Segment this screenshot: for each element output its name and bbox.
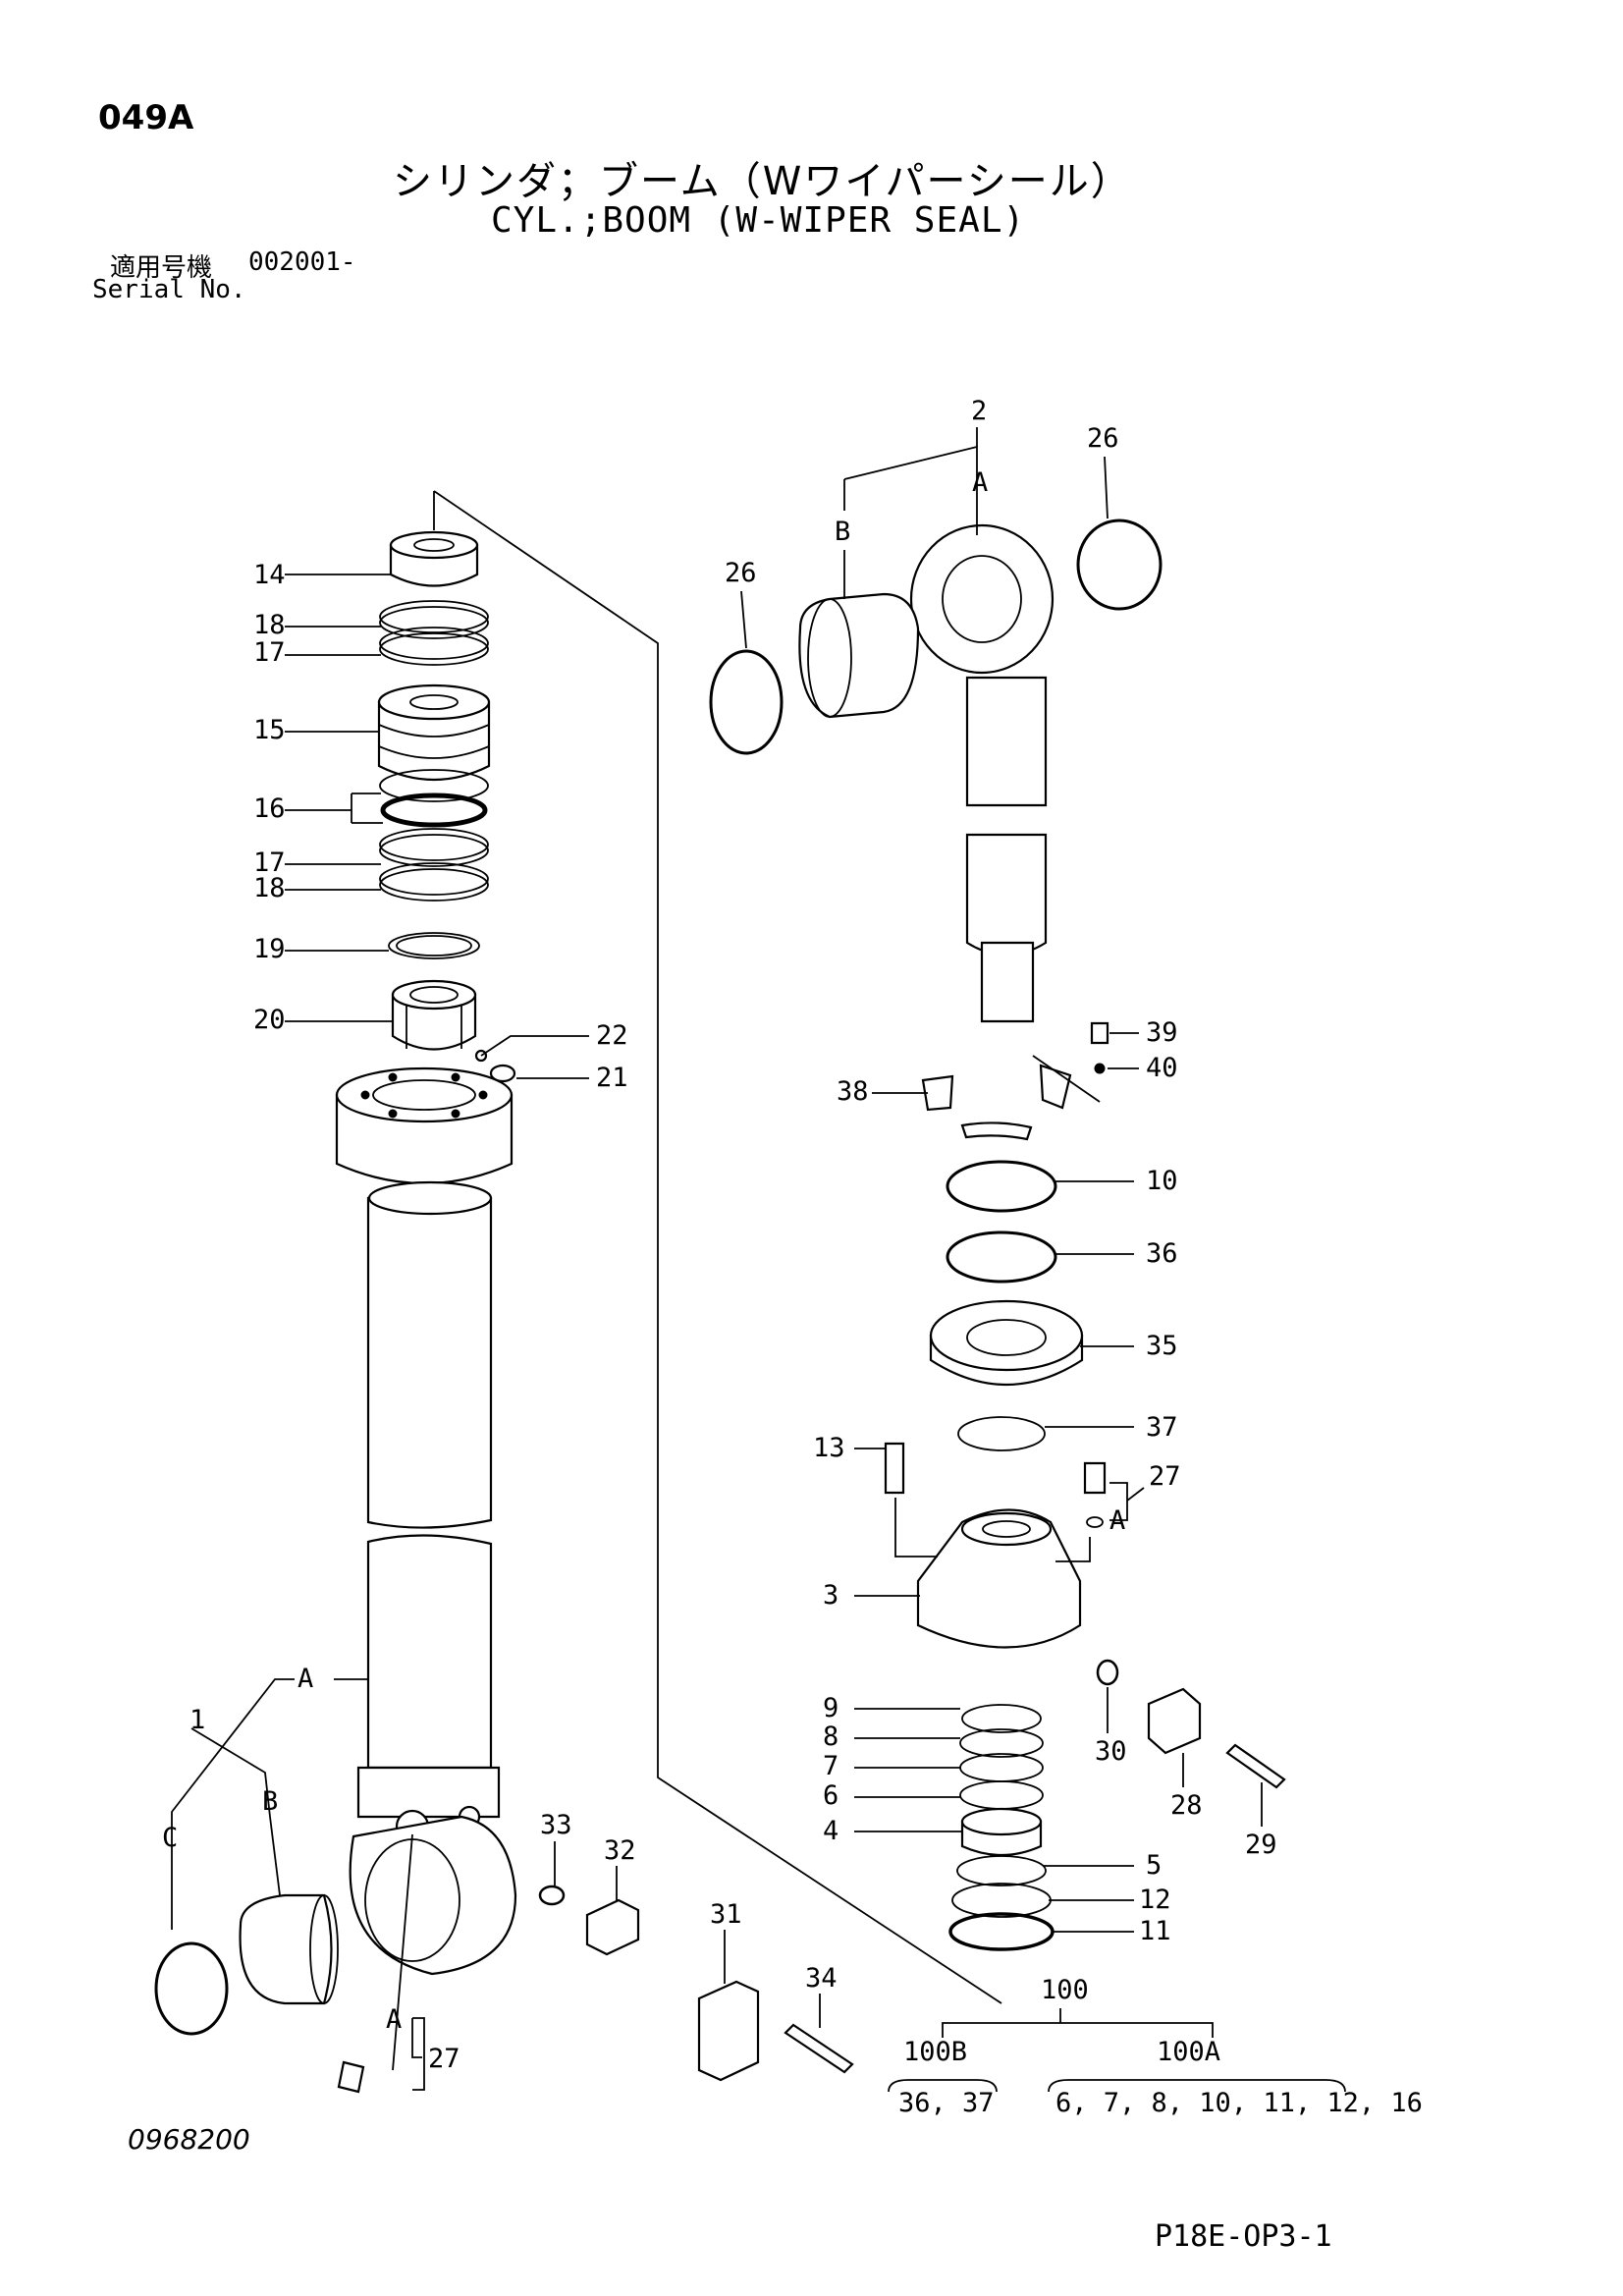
o-ring-30-block-28-bolt-29 [1096,1659,1286,1789]
stopper-segments-38 [921,1064,1072,1141]
piston-nut [389,530,479,587]
callout-21: 21 [596,1063,628,1093]
callout-34: 34 [805,1963,838,1994]
kit-100a-parts: 6, 7, 8, 10, 11, 12, 16 [1055,2088,1423,2118]
snap-ring-c [154,1941,229,2036]
callout-18: 18 [253,610,286,640]
callout-26: 26 [725,558,757,588]
callout-14: 14 [253,560,286,590]
bushing-b-top [798,592,920,719]
callout-b: B [835,517,850,547]
serial-number-value: 002001- [248,247,356,277]
callout-b: B [262,1786,278,1817]
callout-a: A [386,2004,402,2035]
callout-35: 35 [1146,1331,1178,1361]
callout-16: 16 [253,793,286,824]
ring-10 [946,1160,1057,1213]
callout-39: 39 [1146,1017,1178,1048]
callout-18: 18 [253,873,286,903]
callout-1: 1 [189,1705,205,1735]
callout-22: 22 [596,1020,628,1051]
callout-30: 30 [1095,1736,1127,1767]
callout-12: 12 [1139,1885,1171,1915]
backup-ring-18-upper [379,600,489,639]
ring-19 [388,932,480,959]
assembly-guide-lines [392,490,1101,2071]
piston [377,683,491,781]
callout-29: 29 [1245,1830,1277,1860]
callout-28: 28 [1170,1790,1203,1821]
kit-brackets [888,2008,1346,2093]
ring-36 [946,1230,1057,1284]
block-32-and-31 [337,1885,854,2094]
callout-37: 37 [1146,1412,1178,1443]
callout-19: 19 [253,934,286,964]
callout-26: 26 [1087,423,1119,454]
callout-33: 33 [540,1810,572,1840]
callout-17: 17 [253,637,286,668]
callout-9: 9 [823,1693,839,1723]
callout-4: 4 [823,1816,839,1846]
seal-ring-17-upper [379,627,489,666]
callout-13: 13 [813,1433,845,1463]
backup-ring-18-lower [379,862,489,902]
plug-27-upper [1083,1461,1107,1528]
kit-100b-label: 100B [903,2037,967,2067]
title-japanese: シリンダ；ブーム（Wワイパーシール） [393,159,1132,204]
callout-38: 38 [837,1076,869,1107]
rod-eye [909,523,1055,1023]
cylinder-tube [335,1066,517,1976]
callout-5: 5 [1146,1850,1162,1881]
callout-3: 3 [823,1580,839,1611]
callout-31: 31 [710,1899,742,1930]
callout-8: 8 [823,1722,839,1752]
page-code: 049A [98,98,194,137]
nut-20 [391,979,477,1051]
callout-32: 32 [604,1835,636,1866]
callout-2: 2 [971,396,987,426]
piston-seal-16 [379,769,489,828]
drawing-number: 0968200 [128,2123,250,2156]
callout-20: 20 [253,1005,286,1035]
title-english: CYL.;BOOM (W-WIPER SEAL) [491,200,1026,241]
callout-17: 17 [253,847,286,878]
kit-labels: 100 100B 100A 36, 37 6, 7, 8, 10, 11, 12… [898,1975,1423,2118]
callout-a: A [1109,1505,1125,1536]
leader-lines [171,427,1263,2091]
dust-seal-26-left [709,649,784,755]
serial-label-english: Serial No. [92,275,246,304]
cover-35 [929,1299,1084,1387]
callout-10: 10 [1146,1166,1178,1196]
kit-100b-parts: 36, 37 [898,2088,995,2118]
o-ring-37 [957,1416,1046,1451]
screw-39-washer-40 [1090,1021,1109,1074]
kit-100-label: 100 [1041,1975,1089,2005]
callout-c: C [162,1823,178,1853]
callout-a: A [972,467,988,498]
callout-27: 27 [1149,1461,1181,1492]
rod-seal-stack [948,1704,1055,1951]
callout-labels: 14 18 17 15 16 17 18 19 20 22 21 A 1 B C… [162,396,1277,2074]
seal-ring-17-lower [379,828,489,867]
callout-11: 11 [1139,1916,1171,1946]
dust-seal-26-right [1076,519,1163,611]
kit-100a-label: 100A [1157,2037,1220,2067]
callout-36: 36 [1146,1238,1178,1269]
bushing-b-left [239,1893,339,2005]
callout-a: A [298,1664,313,1694]
callout-6: 6 [823,1780,839,1811]
callout-15: 15 [253,715,286,745]
cylinder-head-3 [916,1508,1082,1649]
callout-7: 7 [823,1751,839,1781]
page-reference: P18E-OP3-1 [1155,2219,1332,2254]
callout-40: 40 [1146,1053,1178,1083]
callout-27: 27 [428,2044,460,2074]
serial-label-japanese: 適用号機 [110,253,213,283]
bolt-13 [884,1442,905,1495]
